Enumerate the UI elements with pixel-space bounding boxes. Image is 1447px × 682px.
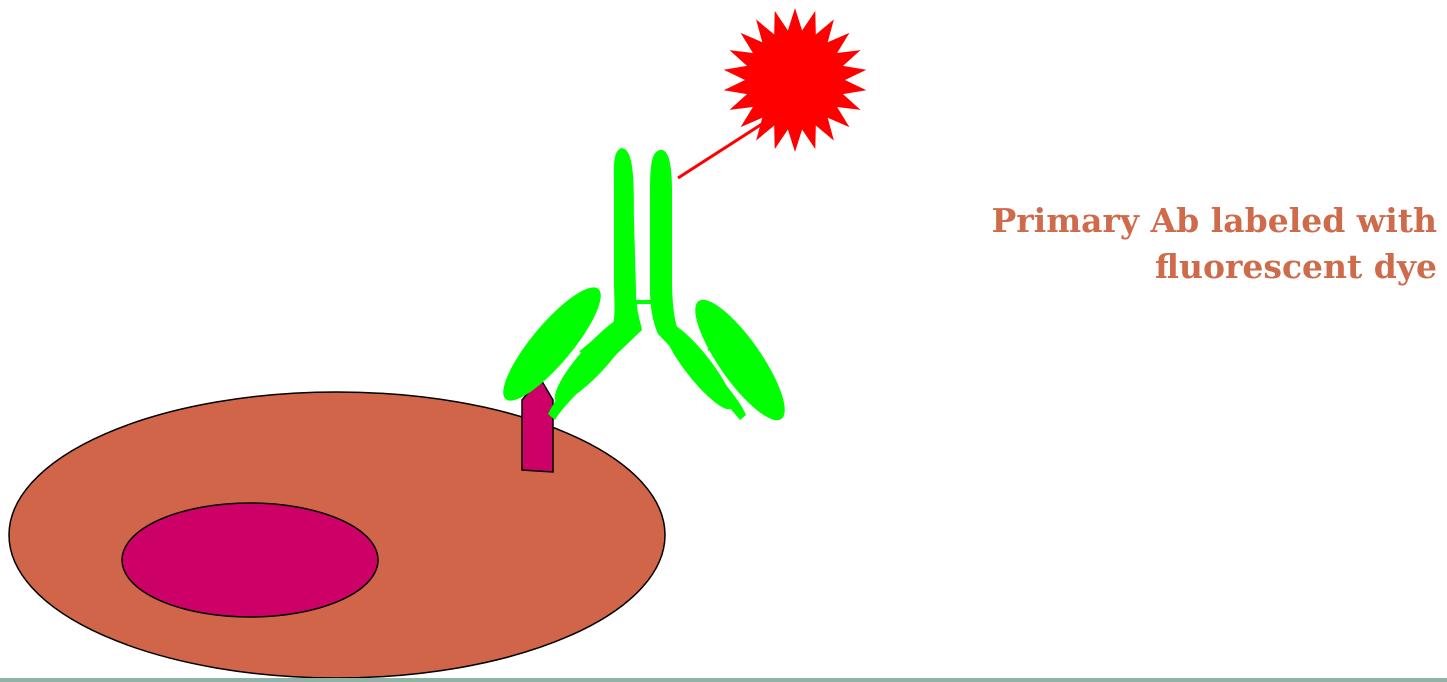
antibody-hinge — [630, 300, 654, 304]
caption-line-2: fluorescent dye — [797, 244, 1437, 290]
starburst-icon — [724, 8, 867, 152]
dye-linker — [678, 124, 762, 178]
caption-line-1: Primary Ab labeled with — [797, 198, 1437, 244]
footer-bar — [0, 678, 1447, 682]
cell-nucleus — [122, 503, 378, 617]
diagram-caption: Primary Ab labeled with fluorescent dye — [797, 198, 1437, 290]
